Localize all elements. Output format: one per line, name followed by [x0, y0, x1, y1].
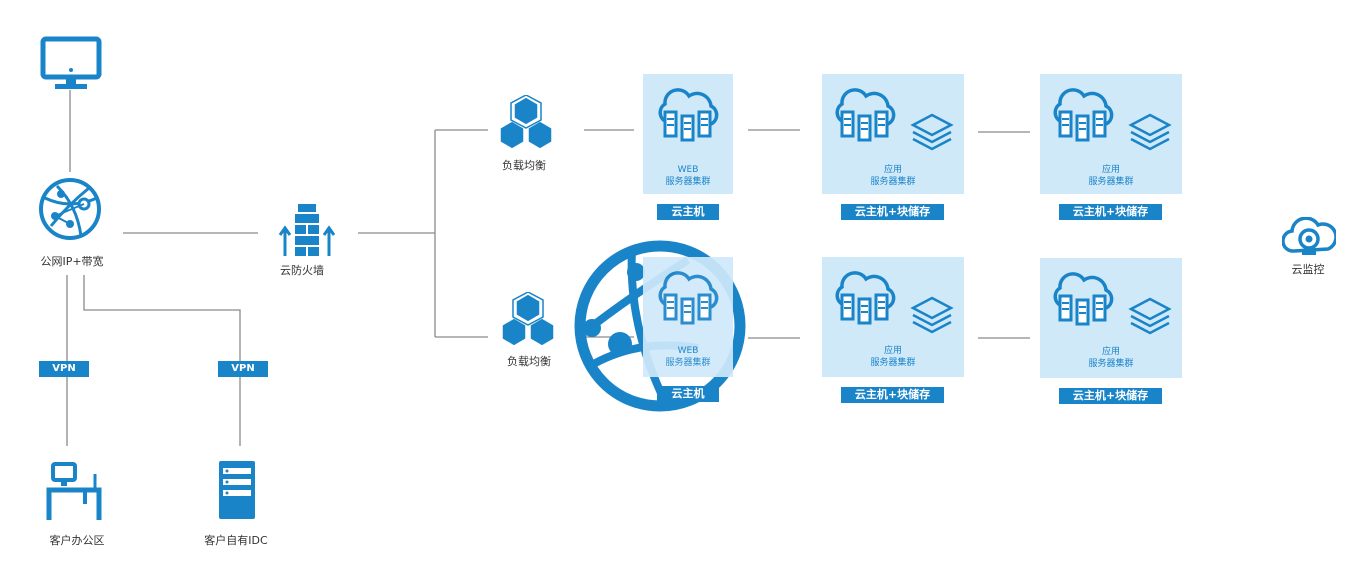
app-cluster-panel-top-1: 应用 服务器集群 — [822, 74, 964, 194]
office-label: 客户办公区 — [49, 534, 105, 547]
firewall-icon — [278, 202, 336, 258]
app-cluster-panel-top-2: 应用 服务器集群 — [1040, 74, 1182, 194]
tag-app1-bottom: 云主机+块储存 — [841, 387, 944, 403]
panel-line2: 服务器集群 — [870, 177, 916, 187]
panel-line1: 应用 — [1101, 347, 1120, 357]
cubes-icon — [497, 292, 559, 350]
cloud-server-icon — [830, 271, 900, 327]
vpn-tag-right: VPN — [218, 361, 268, 377]
panel-line2: 服务器集群 — [665, 358, 711, 368]
office-desk-icon — [45, 460, 105, 522]
panel-line1: 应用 — [883, 346, 902, 356]
lb-top-label: 负载均衡 — [502, 159, 546, 172]
panel-line1: WEB — [677, 346, 699, 356]
cloud-server-icon — [653, 271, 723, 327]
web-cluster-panel-bottom: WEB 服务器集群 — [643, 257, 733, 377]
cubes-icon — [495, 95, 557, 153]
globe-network-icon — [37, 176, 103, 242]
monitor-icon — [40, 36, 102, 90]
web-cluster-panel-top: WEB 服务器集群 — [643, 74, 733, 194]
tag-web-bottom: 云主机 — [657, 386, 719, 402]
cloud-server-icon — [653, 88, 723, 144]
cloud-server-icon — [1048, 88, 1118, 144]
cloud-server-icon — [1048, 272, 1118, 328]
cloud-monitor-label: 云监控 — [1291, 263, 1325, 276]
layers-icon — [1128, 296, 1172, 336]
firewall-label: 云防火墙 — [280, 264, 324, 277]
layers-icon — [910, 112, 954, 152]
idc-label: 客户自有IDC — [204, 534, 268, 547]
panel-line2: 服务器集群 — [870, 358, 916, 368]
tag-app1-top: 云主机+块储存 — [841, 204, 944, 220]
panel-line2: 服务器集群 — [1088, 177, 1134, 187]
tag-app2-bottom: 云主机+块储存 — [1059, 388, 1162, 404]
public-ip-label: 公网IP+带宽 — [40, 255, 104, 268]
tag-web-top: 云主机 — [657, 204, 719, 220]
panel-line1: 应用 — [883, 165, 902, 175]
panel-line1: 应用 — [1101, 165, 1120, 175]
panel-line2: 服务器集群 — [665, 177, 711, 187]
layers-icon — [1128, 112, 1172, 152]
vpn-tag-left: VPN — [39, 361, 89, 377]
layers-icon — [910, 295, 954, 335]
lb-bottom-label: 负载均衡 — [507, 355, 551, 368]
server-rack-icon — [218, 460, 256, 520]
panel-line2: 服务器集群 — [1088, 359, 1134, 369]
cloud-camera-icon — [1282, 217, 1336, 257]
cloud-server-icon — [830, 88, 900, 144]
app-cluster-panel-bottom-2: 应用 服务器集群 — [1040, 258, 1182, 378]
panel-line1: WEB — [677, 165, 699, 175]
tag-app2-top: 云主机+块储存 — [1059, 204, 1162, 220]
app-cluster-panel-bottom-1: 应用 服务器集群 — [822, 257, 964, 377]
